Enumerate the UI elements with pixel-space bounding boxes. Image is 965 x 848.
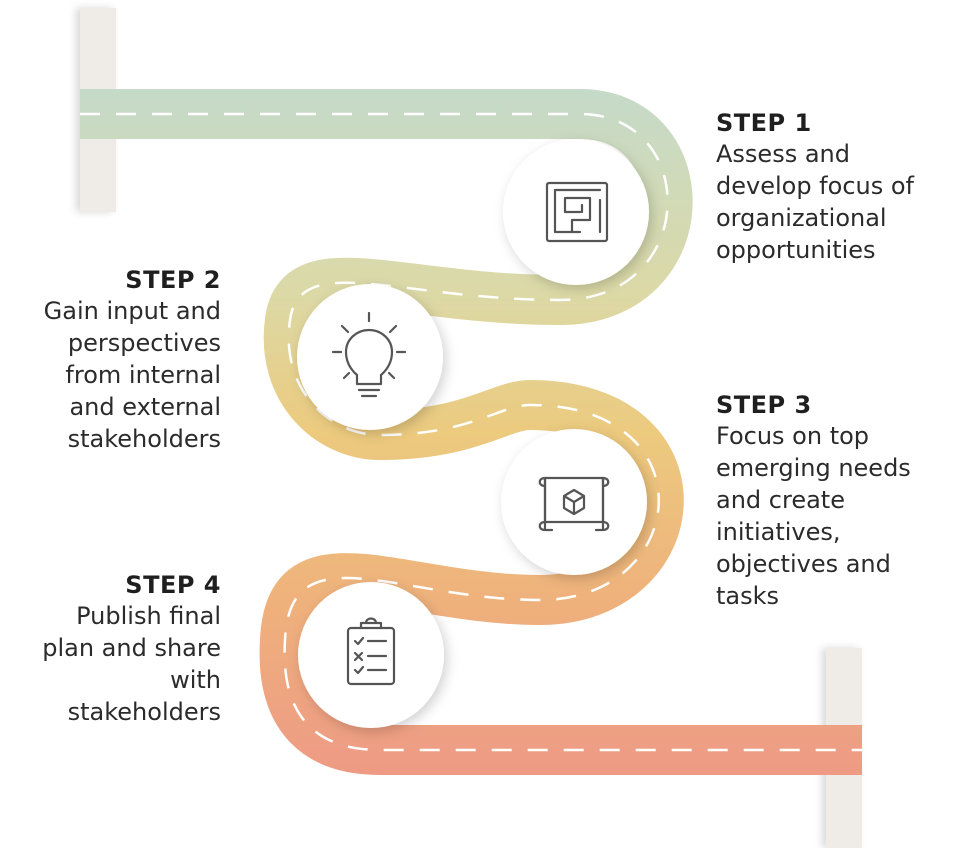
maze-icon [545, 181, 609, 243]
lightbulb-icon [331, 311, 407, 398]
step4-description: Publish final plan and share with stakeh… [42, 602, 221, 726]
step3-icon-circle [501, 429, 647, 575]
step2-description: Gain input and perspectives from interna… [43, 297, 221, 453]
step1-title: STEP 1 [716, 109, 812, 137]
step3-title: STEP 3 [716, 391, 812, 419]
step3-block: STEP 3 Focus on top emerging needs and c… [716, 390, 961, 612]
step4-title: STEP 4 [125, 571, 221, 599]
step2-block: STEP 2 Gain input and perspectives from … [5, 265, 221, 455]
step4-block: STEP 4 Publish final plan and share with… [5, 570, 221, 728]
step2-icon-circle [297, 284, 443, 430]
step1-icon-circle [503, 139, 649, 285]
road-center-dashes [80, 112, 862, 752]
step1-description: Assess and develop focus of organization… [716, 140, 914, 264]
checklist-icon [346, 617, 396, 686]
blueprint-icon [538, 476, 610, 532]
step1-block: STEP 1 Assess and develop focus of organ… [716, 108, 961, 266]
step2-title: STEP 2 [125, 266, 221, 294]
step4-icon-circle [298, 582, 444, 728]
step3-description: Focus on top emerging needs and create i… [716, 422, 911, 610]
